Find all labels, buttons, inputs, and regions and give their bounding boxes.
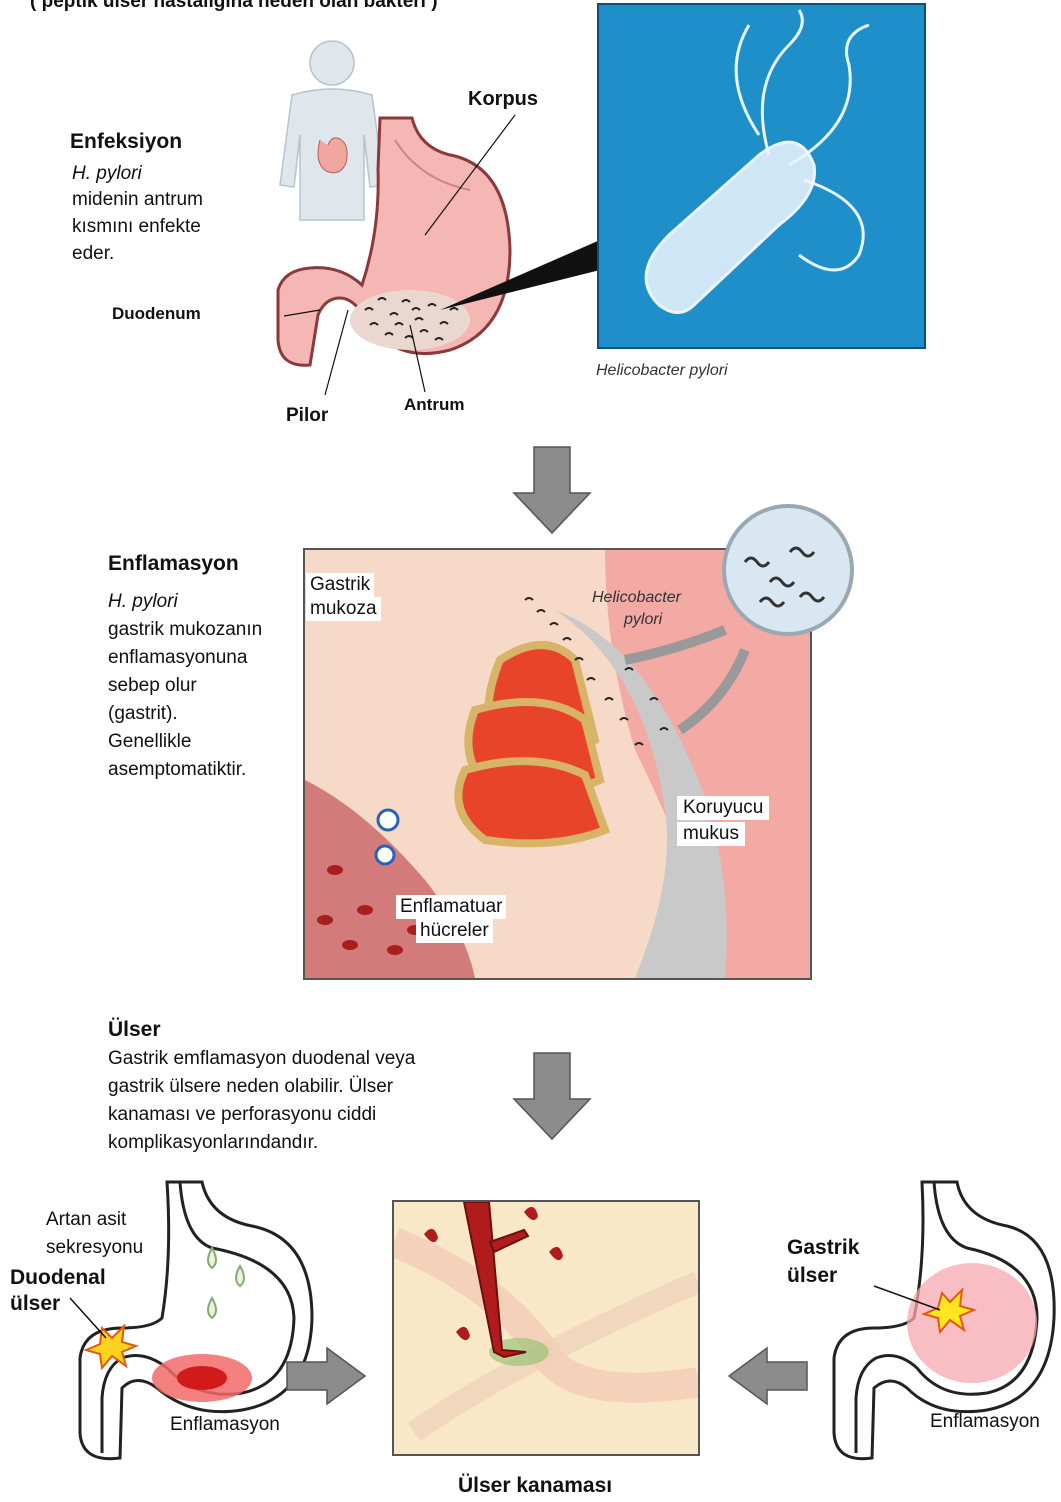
- left-arrow: [727, 1348, 807, 1404]
- label-korpus: Korpus: [468, 86, 538, 113]
- h-pylori-micrograph: [597, 3, 926, 349]
- bleeding-vessel-drawing: [394, 1202, 698, 1454]
- down-arrow-2: [512, 1053, 592, 1141]
- label-duodenal-ulser-2: ülser: [10, 1290, 60, 1317]
- right-arrow: [287, 1348, 367, 1404]
- label-koruyucu-mukus-2: mukus: [677, 822, 745, 846]
- section2-desc-2: enflamasyonuna: [108, 644, 247, 671]
- label-artan-asit-2: sekresyonu: [46, 1234, 143, 1261]
- label-gastrik-ulser-1: Gastrik: [787, 1234, 859, 1261]
- section3-heading: Ülser: [108, 1016, 161, 1043]
- label-gastrik-ulser-2: ülser: [787, 1262, 837, 1289]
- section3-desc-4: komplikasyonlarındandır.: [108, 1129, 318, 1156]
- section2-desc-4: (gastrit).: [108, 700, 178, 727]
- section2-species: H. pylori: [108, 588, 178, 615]
- section1-species: H. pylori: [72, 160, 142, 187]
- label-duodenal-ulser-1: Duodenal: [10, 1264, 106, 1291]
- label-duodenum: Duodenum: [112, 300, 201, 327]
- section2-desc-6: asemptomatiktir.: [108, 756, 246, 783]
- magnifier-circle: [720, 502, 856, 638]
- ulcer-bleeding-illustration: [392, 1200, 700, 1456]
- stomach-anatomy-illustration: [270, 110, 530, 380]
- down-arrow-1: [512, 447, 592, 535]
- label-enflamatuar-2: hücreler: [416, 919, 493, 943]
- center-caption: Ülser kanaması: [458, 1472, 612, 1499]
- section2-desc-3: sebep olur: [108, 672, 197, 699]
- section1-heading: Enfeksiyon: [70, 128, 182, 155]
- label-enflamatuar-1: Enflamatuar: [396, 895, 506, 919]
- diagram-title: ( peptik ülser hastalığına neden olan ba…: [30, 0, 438, 15]
- label-helicobacter-1: Helicobacter: [592, 588, 681, 608]
- section3-desc-2: gastrik ülsere neden olabilir. Ülser: [108, 1073, 393, 1100]
- label-helicobacter-2: pylori: [624, 610, 662, 630]
- label-pilor: Pilor: [286, 402, 328, 429]
- label-koruyucu-mukus-1: Koruyucu: [677, 796, 769, 820]
- label-gastrik-mukoza-2: mukoza: [306, 597, 381, 621]
- label-artan-asit-1: Artan asit: [46, 1206, 126, 1233]
- label-right-enflamasyon: Enflamasyon: [930, 1408, 1040, 1435]
- section3-desc-1: Gastrik emflamasyon duodenal veya: [108, 1045, 415, 1072]
- section1-desc-1: midenin antrum: [72, 186, 203, 213]
- section3-desc-3: kanaması ve perforasyonu ciddi: [108, 1101, 376, 1128]
- section2-desc-5: Genellikle: [108, 728, 191, 755]
- section2-desc-1: gastrik mukozanın: [108, 616, 262, 643]
- bacterium-icon: [599, 5, 924, 347]
- label-left-enflamasyon: Enflamasyon: [170, 1411, 280, 1438]
- label-antrum: Antrum: [404, 391, 464, 418]
- micrograph-caption: Helicobacter pylori: [596, 357, 728, 384]
- section1-desc-2: kısmını enfekte: [72, 213, 201, 240]
- label-gastrik-mukoza-1: Gastrik: [306, 573, 374, 597]
- section1-desc-3: eder.: [72, 240, 114, 267]
- section2-heading: Enflamasyon: [108, 550, 239, 577]
